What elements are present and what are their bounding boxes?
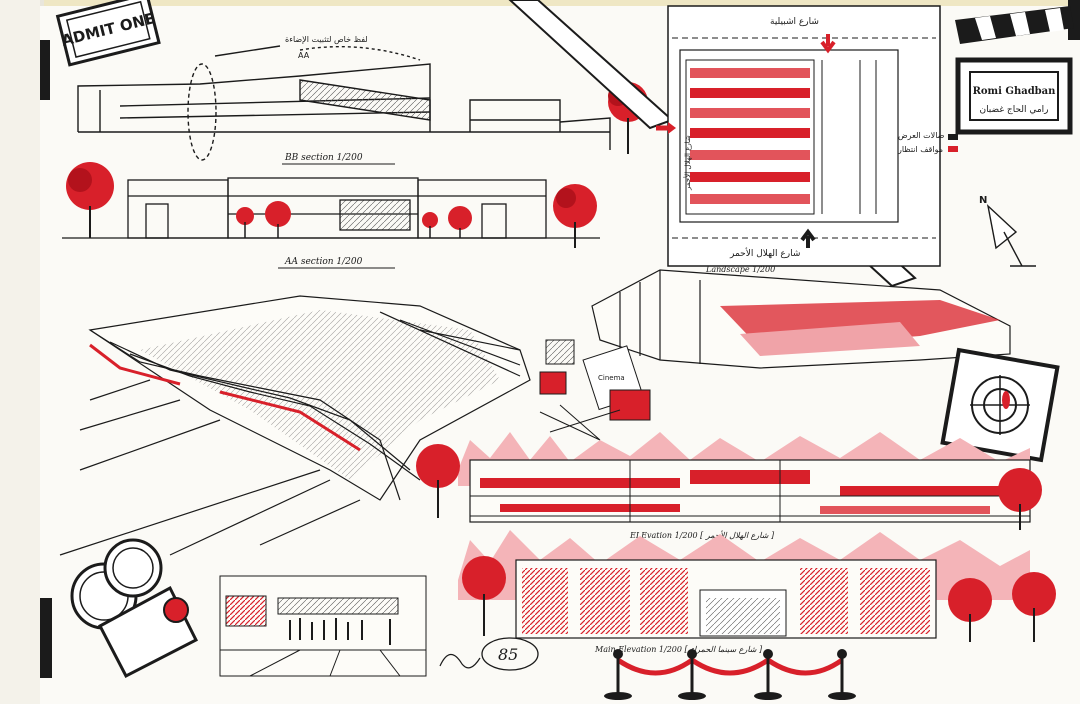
tree-aa-small-1 [236,207,254,238]
site-plan [656,5,941,267]
main-elevation-drawing [458,530,1030,639]
plan-legend-2: مواقف انتظار [897,145,943,154]
name-plate-latin: Romi Ghadban [973,86,1057,97]
north-arrow-icon [986,204,1036,267]
clapperboard-name-plate [955,6,1074,135]
poster-text: Cinema [598,374,625,382]
section-note-arabic: لفظ خاص لتثبيت الإضاءة [285,35,368,45]
elevation-drawing [458,432,1031,523]
tree-aa-small-3 [422,212,438,238]
section-aa-label: AA section 1/200 [284,257,363,267]
perspective-roof [59,295,531,556]
bb-section-drawing [77,45,611,161]
tree-main-right-1 [948,578,992,642]
aa-section-drawing [62,177,600,239]
tape-left-bottom [40,598,52,678]
tree-main-right-2 [1012,572,1056,642]
tree-main-left [462,556,506,636]
left-margin-strip [0,0,40,704]
perspective-right-upper [591,269,1011,369]
velvet-rope-stanchions [604,649,856,700]
admit-one-ticket: ADMIT ONE [55,0,161,67]
signature-mark [439,637,539,671]
plan-legend-1: صالات العرض [898,131,945,140]
name-plate-arabic: رامي الحاج غضبان [979,105,1048,115]
signature-score: 85 [498,645,518,664]
tree-elev-left [416,444,460,518]
plan-label: Landscape 1/200 [705,265,775,274]
plan-street-top: شارع اشبيلية [770,17,819,27]
projector-icon [70,538,199,679]
legend-swatch-red [948,146,958,152]
tree-aa-small-2 [265,201,291,238]
elevation-label: ELEvation 1/200 [ شارع الهلال الأحمر ] [629,530,775,540]
section-bb-label: BB section 1/200 [284,153,363,163]
north-letter: N [979,195,987,206]
plan-street-bottom: شارع الهلال الأحمر [729,247,800,259]
plan-side-note: شارع الهلال الأحمر [683,135,692,191]
tree-elev-right [998,468,1042,530]
legend-swatch-dark [948,134,958,140]
section-note-sub: AA [298,51,310,60]
tree-aa-right [553,184,597,248]
tape-left-top [40,40,50,100]
small-sketch-group [539,339,651,441]
tree-aa-left [66,162,114,238]
film-reel-icon [940,347,1060,463]
main-elevation-label: Main Elevation 1/200 [ شارع سينما الحمرا… [594,645,763,654]
tree-aa-small-4 [448,206,472,238]
interior-sketch [219,575,427,677]
